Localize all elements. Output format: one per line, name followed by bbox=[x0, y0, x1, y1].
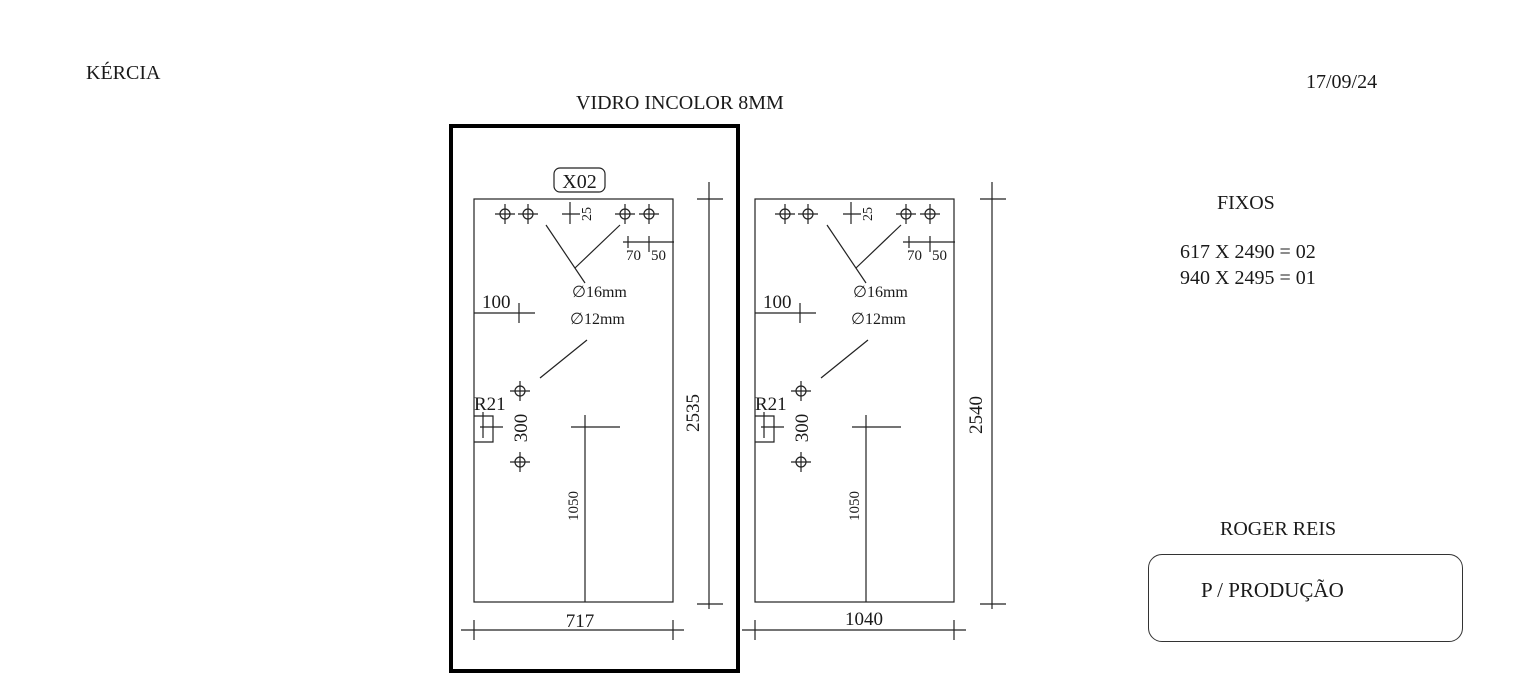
glass-panel-a: X02 25 70 50 ∅16mm ∅12mm 100 bbox=[461, 167, 723, 640]
production-status: P / PRODUÇÃO bbox=[1201, 578, 1344, 602]
fixos-title: FIXOS bbox=[1217, 192, 1275, 214]
panel-outline bbox=[754, 198, 955, 603]
production-status-box bbox=[1148, 554, 1463, 642]
date-label: 17/09/24 bbox=[1306, 71, 1378, 93]
hole-16-label: ∅16mm bbox=[572, 284, 627, 301]
width-label: 717 bbox=[566, 611, 595, 632]
signature-name: ROGER REIS bbox=[1220, 518, 1337, 540]
client-name: KÉRCIA bbox=[86, 62, 161, 84]
glass-panel-b: 25 70 50 ∅16mm ∅12mm 100 R21 300 1050 25… bbox=[742, 182, 1006, 640]
panel-tag: X02 bbox=[562, 171, 596, 193]
hole-12-label: ∅12mm bbox=[570, 311, 625, 328]
selection-frame bbox=[449, 124, 740, 673]
offset-50-label: 50 bbox=[651, 248, 666, 264]
fixos-line-1: 617 X 2490 = 02 bbox=[1180, 241, 1316, 263]
handle-height-label: 1050 bbox=[566, 491, 582, 521]
height-label: 2535 bbox=[683, 394, 704, 432]
radius-label: R21 bbox=[474, 394, 506, 415]
hole-12-label: ∅12mm bbox=[851, 311, 906, 328]
offset-top-label: 25 bbox=[861, 207, 876, 221]
offset-70-label: 70 bbox=[626, 248, 641, 264]
offset-top-label: 25 bbox=[580, 207, 595, 221]
panel-outline bbox=[473, 198, 674, 603]
offset-70-label: 70 bbox=[907, 248, 922, 264]
panel-tag-box bbox=[553, 167, 606, 193]
handle-height-label: 1050 bbox=[847, 491, 863, 521]
top-holes bbox=[495, 204, 659, 224]
top-holes bbox=[775, 204, 940, 224]
hinge-holes bbox=[510, 381, 530, 472]
height-label: 2540 bbox=[966, 396, 987, 434]
hole-16-label: ∅16mm bbox=[853, 284, 908, 301]
hinge-holes bbox=[791, 381, 811, 472]
hinge-spacing-label: 300 bbox=[792, 414, 813, 443]
fixos-line-2: 940 X 2495 = 01 bbox=[1180, 267, 1316, 289]
side-offset-label: 100 bbox=[482, 292, 511, 313]
radius-label: R21 bbox=[755, 394, 787, 415]
hinge-spacing-label: 300 bbox=[511, 414, 532, 443]
material-label: VIDRO INCOLOR 8MM bbox=[576, 92, 784, 114]
offset-50-label: 50 bbox=[932, 248, 947, 264]
width-label: 1040 bbox=[845, 609, 883, 630]
side-offset-label: 100 bbox=[763, 292, 792, 313]
